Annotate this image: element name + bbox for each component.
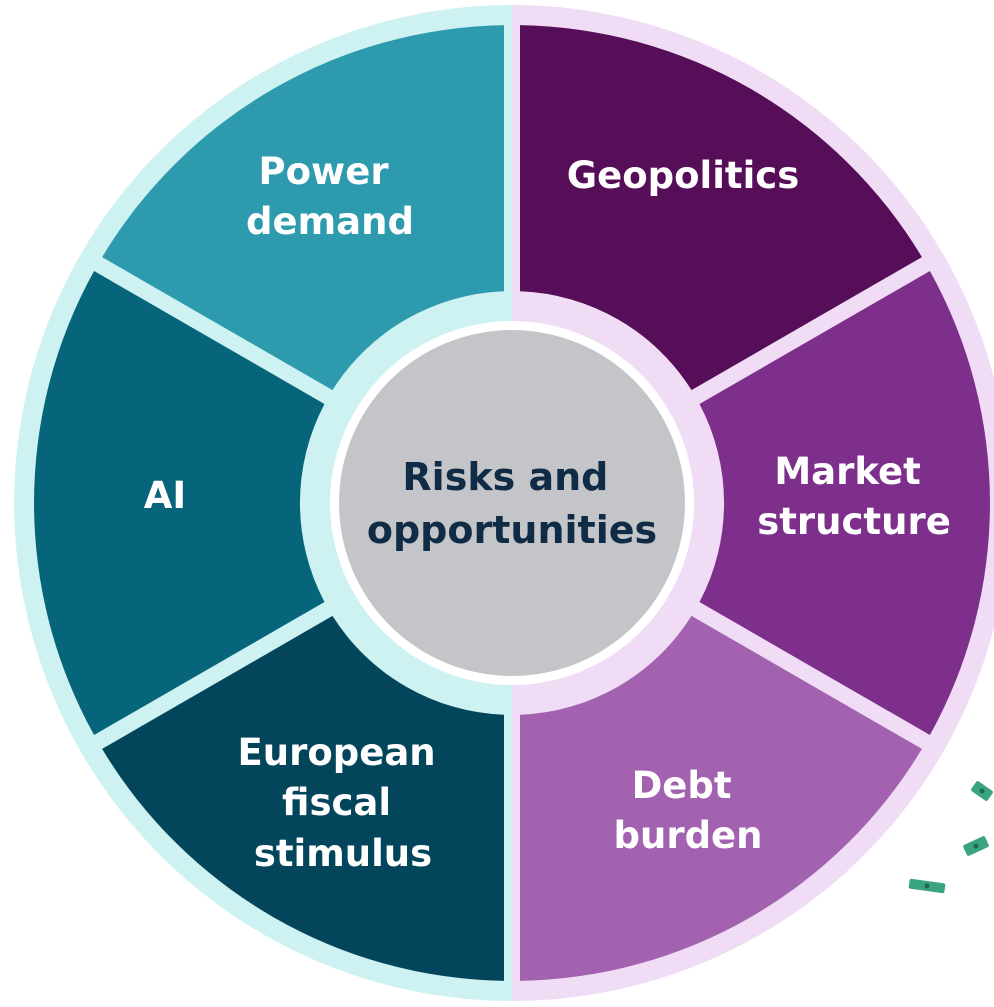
geopolitics-line-1: Geopolitics xyxy=(567,154,799,197)
segment-european-fiscal-stimulus[interactable] xyxy=(102,615,504,981)
power-demand-line-2: demand xyxy=(246,200,414,243)
market-structure-line-2: structure xyxy=(757,500,951,543)
segment-debt-burden[interactable] xyxy=(520,615,922,981)
segment-label-power-demand: Power demand xyxy=(246,150,414,243)
segment-label-debt-burden: Debt burden xyxy=(614,764,763,857)
center-label-line-1: Risks and xyxy=(402,455,608,499)
money-bill-icons xyxy=(908,781,993,894)
money-bill-icon xyxy=(908,878,946,894)
wheel-segments xyxy=(34,25,990,981)
market-structure-line-1: Market xyxy=(774,450,920,493)
european-line-2: fiscal xyxy=(282,781,391,824)
segment-ai[interactable] xyxy=(34,271,325,735)
money-bill-icon xyxy=(971,781,993,801)
segment-market-structure[interactable] xyxy=(699,271,990,735)
center-hub[interactable] xyxy=(339,330,685,676)
segment-label-european-fiscal-stimulus: European fiscal stimulus xyxy=(237,731,448,875)
center-label: Risks and opportunities xyxy=(367,455,657,552)
segment-label-market-structure: Market structure xyxy=(757,450,951,543)
segment-labels: Power demand AI European fiscal stimulus… xyxy=(144,150,951,875)
european-line-1: European xyxy=(237,731,435,774)
european-line-3: stimulus xyxy=(254,832,432,875)
center-label-line-2: opportunities xyxy=(367,508,657,552)
debt-burden-line-2: burden xyxy=(614,814,763,857)
money-bill-icon xyxy=(963,836,989,856)
segment-power-demand[interactable] xyxy=(102,25,504,391)
segment-label-ai: AI xyxy=(144,474,186,517)
ai-line-1: AI xyxy=(144,474,186,517)
segment-geopolitics[interactable] xyxy=(520,25,922,391)
power-demand-line-1: Power xyxy=(259,150,390,193)
debt-burden-line-1: Debt xyxy=(632,764,732,807)
segment-label-geopolitics: Geopolitics xyxy=(567,154,799,197)
